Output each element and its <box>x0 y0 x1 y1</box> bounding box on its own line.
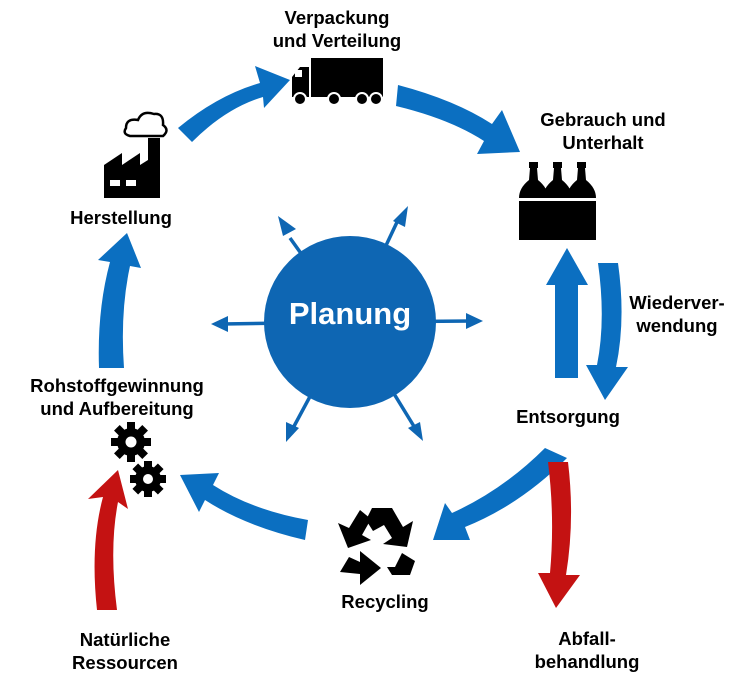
arrow-recycling-to-rohstoff <box>180 473 308 540</box>
cycle-arrows <box>98 66 628 540</box>
planning-label: Planung <box>288 296 412 331</box>
label-wiederverwendung: Wiederver- wendung <box>629 292 725 336</box>
hub-ray-head <box>211 316 228 332</box>
arrow-wiederverwendung-down <box>586 263 628 400</box>
planning-hub <box>211 206 483 442</box>
hub-ray-head <box>408 422 423 441</box>
factory-icon <box>104 111 168 198</box>
hub-ray-head <box>393 206 408 227</box>
arrow-natural-resources-in <box>88 470 128 610</box>
arrow-rohstoff-to-herstellung <box>98 233 141 368</box>
label-recycling: Recycling <box>341 591 429 612</box>
hub-ray-head <box>278 216 296 236</box>
arrow-wiederverwendung-up <box>546 248 588 378</box>
arrow-entsorgung-to-recycling <box>433 448 567 540</box>
label-herstellung: Herstellung <box>70 207 172 228</box>
hub-ray-head <box>466 313 483 329</box>
truck-icon <box>292 58 383 106</box>
label-rohstoff: Rohstoffgewinnung und Aufbereitung <box>30 375 204 419</box>
arrow-herstellung-to-verpackung <box>178 66 290 142</box>
gears-icon <box>111 422 166 497</box>
label-verpackung: Verpackung und Verteilung <box>272 7 402 51</box>
label-entsorgung: Entsorgung <box>516 406 620 427</box>
label-natuerliche-ressourcen: Natürliche Ressourcen <box>72 629 178 673</box>
hub-ray-head <box>286 422 299 442</box>
arrow-verpackung-to-gebrauch <box>396 85 520 154</box>
arrow-waste-treatment-out <box>538 462 580 608</box>
resource-arrows <box>88 462 580 610</box>
recycling-icon <box>338 508 415 585</box>
bottles-icon <box>519 162 596 240</box>
label-gebrauch: Gebrauch und Unterhalt <box>540 109 666 153</box>
label-abfall: Abfall- behandlung <box>534 628 640 672</box>
planning-circle <box>264 236 436 408</box>
